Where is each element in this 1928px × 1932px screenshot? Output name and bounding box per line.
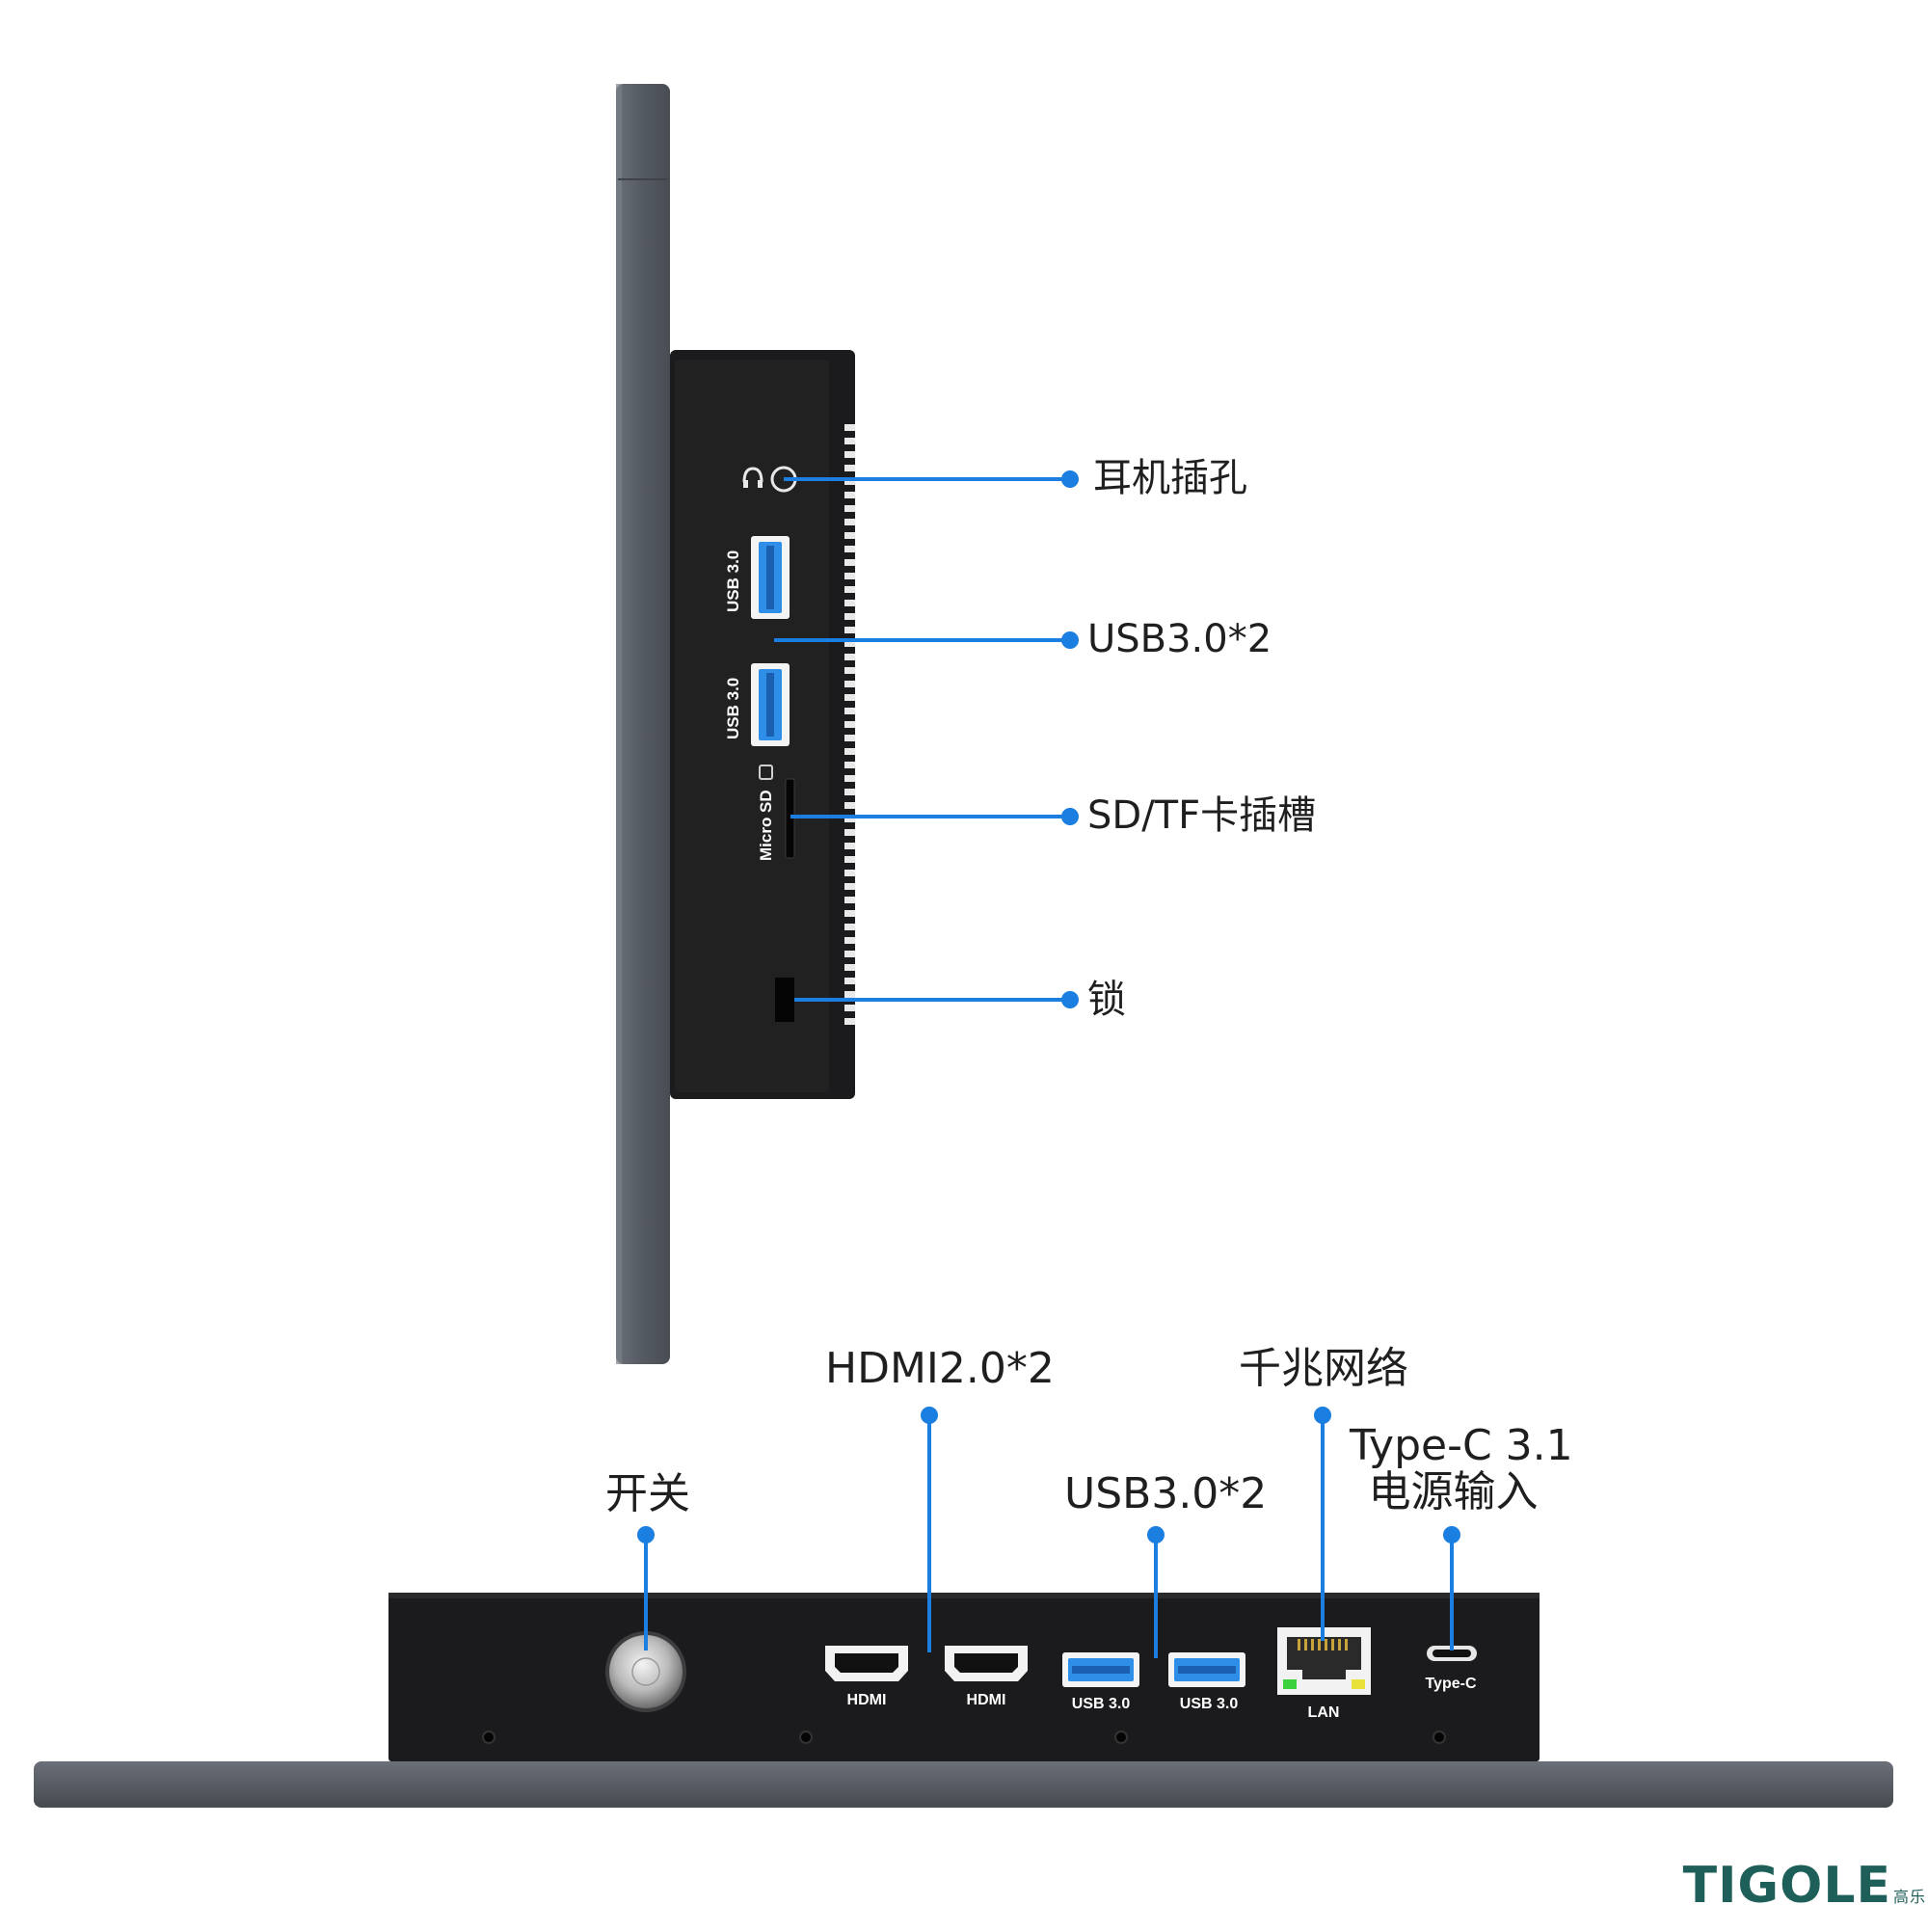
fin-gap: [844, 573, 855, 579]
typec-port: [1427, 1646, 1477, 1661]
lan-led-green: [1283, 1679, 1297, 1689]
fin-gap: [844, 627, 855, 633]
fin-gap: [844, 856, 855, 863]
callout-typec-line2: 电源输入: [1368, 1467, 1539, 1517]
fin-gap: [844, 870, 855, 876]
fin-gap: [844, 897, 855, 903]
bottom-view: HDMI HDMI USB 3.0 USB 3.0: [34, 1407, 1893, 1808]
lan-led-yellow: [1352, 1679, 1365, 1689]
power-button: [605, 1631, 686, 1712]
fin-gap: [844, 816, 855, 822]
kensington-lock-slot: [775, 978, 794, 1022]
fin-gap: [844, 721, 855, 728]
fin-gap: [844, 978, 855, 984]
fin-gap: [844, 492, 855, 498]
callout-bottom-usb: USB3.0*2: [1064, 1469, 1268, 1518]
fin-gap: [844, 924, 855, 930]
fin-gap: [844, 613, 855, 620]
lan-label: LAN: [1308, 1704, 1340, 1721]
fin-gap: [844, 546, 855, 552]
heat-sink-fins: [844, 424, 855, 1025]
fin-gap: [844, 559, 855, 566]
typec-label: Type-C: [1425, 1676, 1476, 1692]
bottom-usb-label-2: USB 3.0: [1180, 1696, 1239, 1712]
fin-gap: [844, 465, 855, 471]
fin-gap: [844, 937, 855, 944]
fin-gap: [844, 438, 855, 444]
fin-gap: [844, 694, 855, 701]
fin-gap: [844, 600, 855, 606]
fin-gap: [844, 951, 855, 957]
fin-gap: [844, 667, 855, 674]
hdmi-port-2: [945, 1646, 1028, 1681]
fin-gap: [844, 789, 855, 795]
brand-sub: 高乐: [1892, 1888, 1926, 1906]
fin-gap: [844, 532, 855, 539]
callout-lock: 锁: [1087, 978, 1126, 1022]
fin-gap: [844, 883, 855, 890]
callout-typec-line1: Type-C 3.1: [1350, 1421, 1573, 1470]
fin-gap: [844, 1018, 855, 1025]
fin-gap: [844, 748, 855, 755]
side-usb-label-top: USB 3.0: [724, 550, 742, 612]
callout-power-switch: 开关: [605, 1469, 690, 1518]
bottom-usb-label-1: USB 3.0: [1072, 1696, 1131, 1712]
side-bezel: [616, 84, 670, 1364]
fin-gap: [844, 802, 855, 809]
bottom-usb-port-2: [1168, 1652, 1245, 1687]
side-usb-port-bottom: [751, 663, 790, 746]
fin-gap: [844, 586, 855, 593]
micro-sd-label: Micro SD: [757, 790, 775, 861]
fin-gap: [844, 735, 855, 741]
fin-gap: [844, 708, 855, 714]
fin-gap: [844, 829, 855, 836]
bottom-usb-port-1: [1062, 1652, 1139, 1687]
fin-gap: [844, 910, 855, 917]
side-usb-port-top: [751, 536, 790, 619]
fin-gap: [844, 478, 855, 485]
fin-gap: [844, 762, 855, 768]
fin-gap: [844, 424, 855, 431]
callout-side-usb: USB3.0*2: [1087, 617, 1272, 661]
callout-hdmi: HDMI2.0*2: [825, 1344, 1055, 1393]
callout-lan: 千兆网络: [1239, 1344, 1408, 1393]
callout-sd-slot: SD/TF卡插槽: [1087, 793, 1317, 838]
case-screws: [482, 1731, 1446, 1744]
fin-gap: [844, 1005, 855, 1011]
fin-gap: [844, 519, 855, 525]
callout-typec: Type-C 3.1 电源输入: [1350, 1421, 1573, 1517]
lan-port: [1277, 1627, 1371, 1695]
fin-gap: [844, 681, 855, 687]
sd-card-icon: [759, 765, 773, 780]
fin-gap: [844, 775, 855, 782]
fin-gap: [844, 505, 855, 512]
hdmi-label-2: HDMI: [967, 1692, 1006, 1708]
fin-gap: [844, 964, 855, 971]
fin-gap: [844, 654, 855, 660]
fin-gap: [844, 640, 855, 647]
brand-name: TIGOLE: [1682, 1857, 1891, 1915]
side-usb-label-bottom: USB 3.0: [724, 678, 742, 739]
fin-gap: [844, 843, 855, 849]
fin-gap: [844, 451, 855, 458]
side-view: USB 3.0 USB 3.0 Micro SD: [616, 84, 1079, 1364]
hdmi-port-1: [825, 1646, 908, 1681]
hdmi-label-1: HDMI: [847, 1692, 887, 1708]
callout-headphone-jack: 耳机插孔: [1093, 456, 1247, 500]
fin-gap: [844, 991, 855, 998]
bottom-bezel: [34, 1761, 1893, 1808]
